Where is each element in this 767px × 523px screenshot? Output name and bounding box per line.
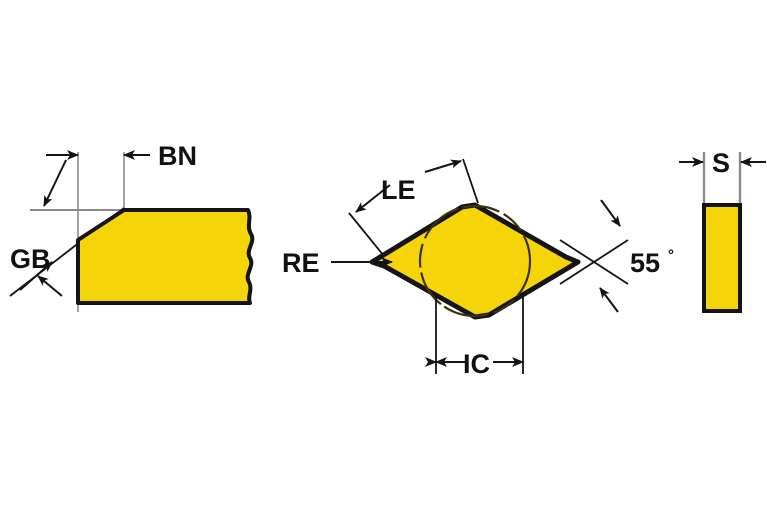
angle-arrow-lower — [599, 287, 619, 313]
gb-label: GB — [10, 244, 51, 274]
side-view-insert-body — [76, 208, 255, 305]
gb-upper-leader — [43, 159, 67, 207]
thickness-end-view: S — [679, 148, 766, 313]
ic-label: IC — [463, 349, 490, 379]
end-view-insert-body — [702, 203, 742, 313]
le-extension-line-upper — [462, 158, 479, 204]
degree-sign-icon: ° — [668, 247, 674, 264]
side-profile-view: GB BN — [9, 141, 255, 312]
s-label: S — [712, 148, 730, 178]
angle-line-b — [559, 239, 629, 285]
inscribed-circle — [418, 204, 532, 318]
rhombic-top-view: LE RE IC 55 ° — [282, 158, 674, 379]
bn-label: BN — [158, 141, 197, 171]
angle-arrow-upper — [600, 199, 621, 227]
nose-angle-value: 55 — [630, 248, 660, 278]
le-arrow-left — [355, 184, 391, 213]
le-extension-line-lower — [348, 212, 385, 257]
re-label: RE — [282, 248, 320, 278]
insert-rhombus-body — [369, 202, 581, 320]
le-arrow-right — [424, 159, 462, 173]
gb-lower-leader-b — [37, 275, 63, 297]
le-label: LE — [381, 175, 416, 205]
